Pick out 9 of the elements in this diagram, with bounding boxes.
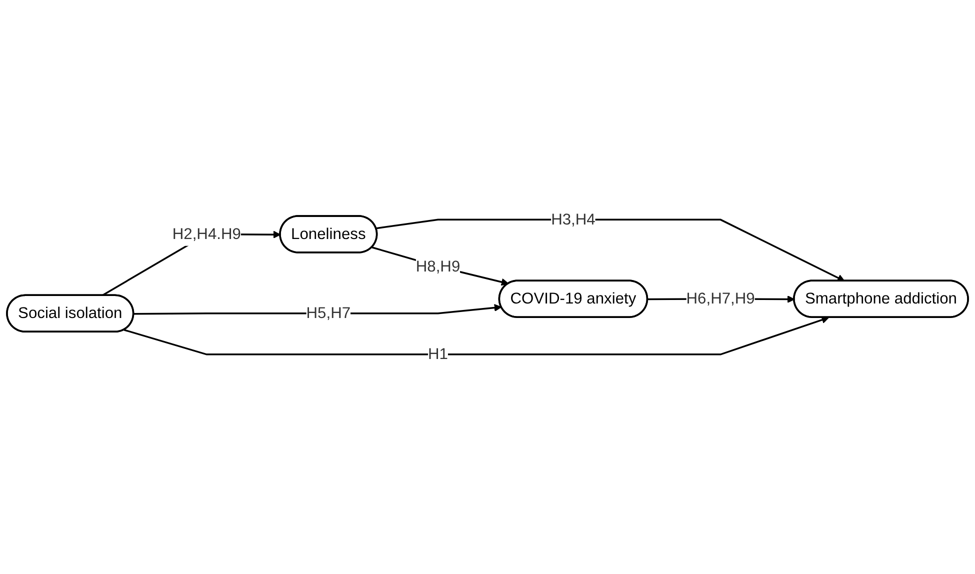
arrow <box>376 218 845 282</box>
edge-label: H1 <box>428 345 448 363</box>
arrow <box>372 246 509 286</box>
edge-label: H6,H7,H9 <box>686 290 755 308</box>
arrow <box>124 316 830 356</box>
edge-label: H2,H4.H9 <box>172 225 241 242</box>
edge-label: H3,H4 <box>551 210 596 228</box>
edge-label: H8,H9 <box>416 257 460 275</box>
edge-label: H5,H7 <box>306 304 351 322</box>
